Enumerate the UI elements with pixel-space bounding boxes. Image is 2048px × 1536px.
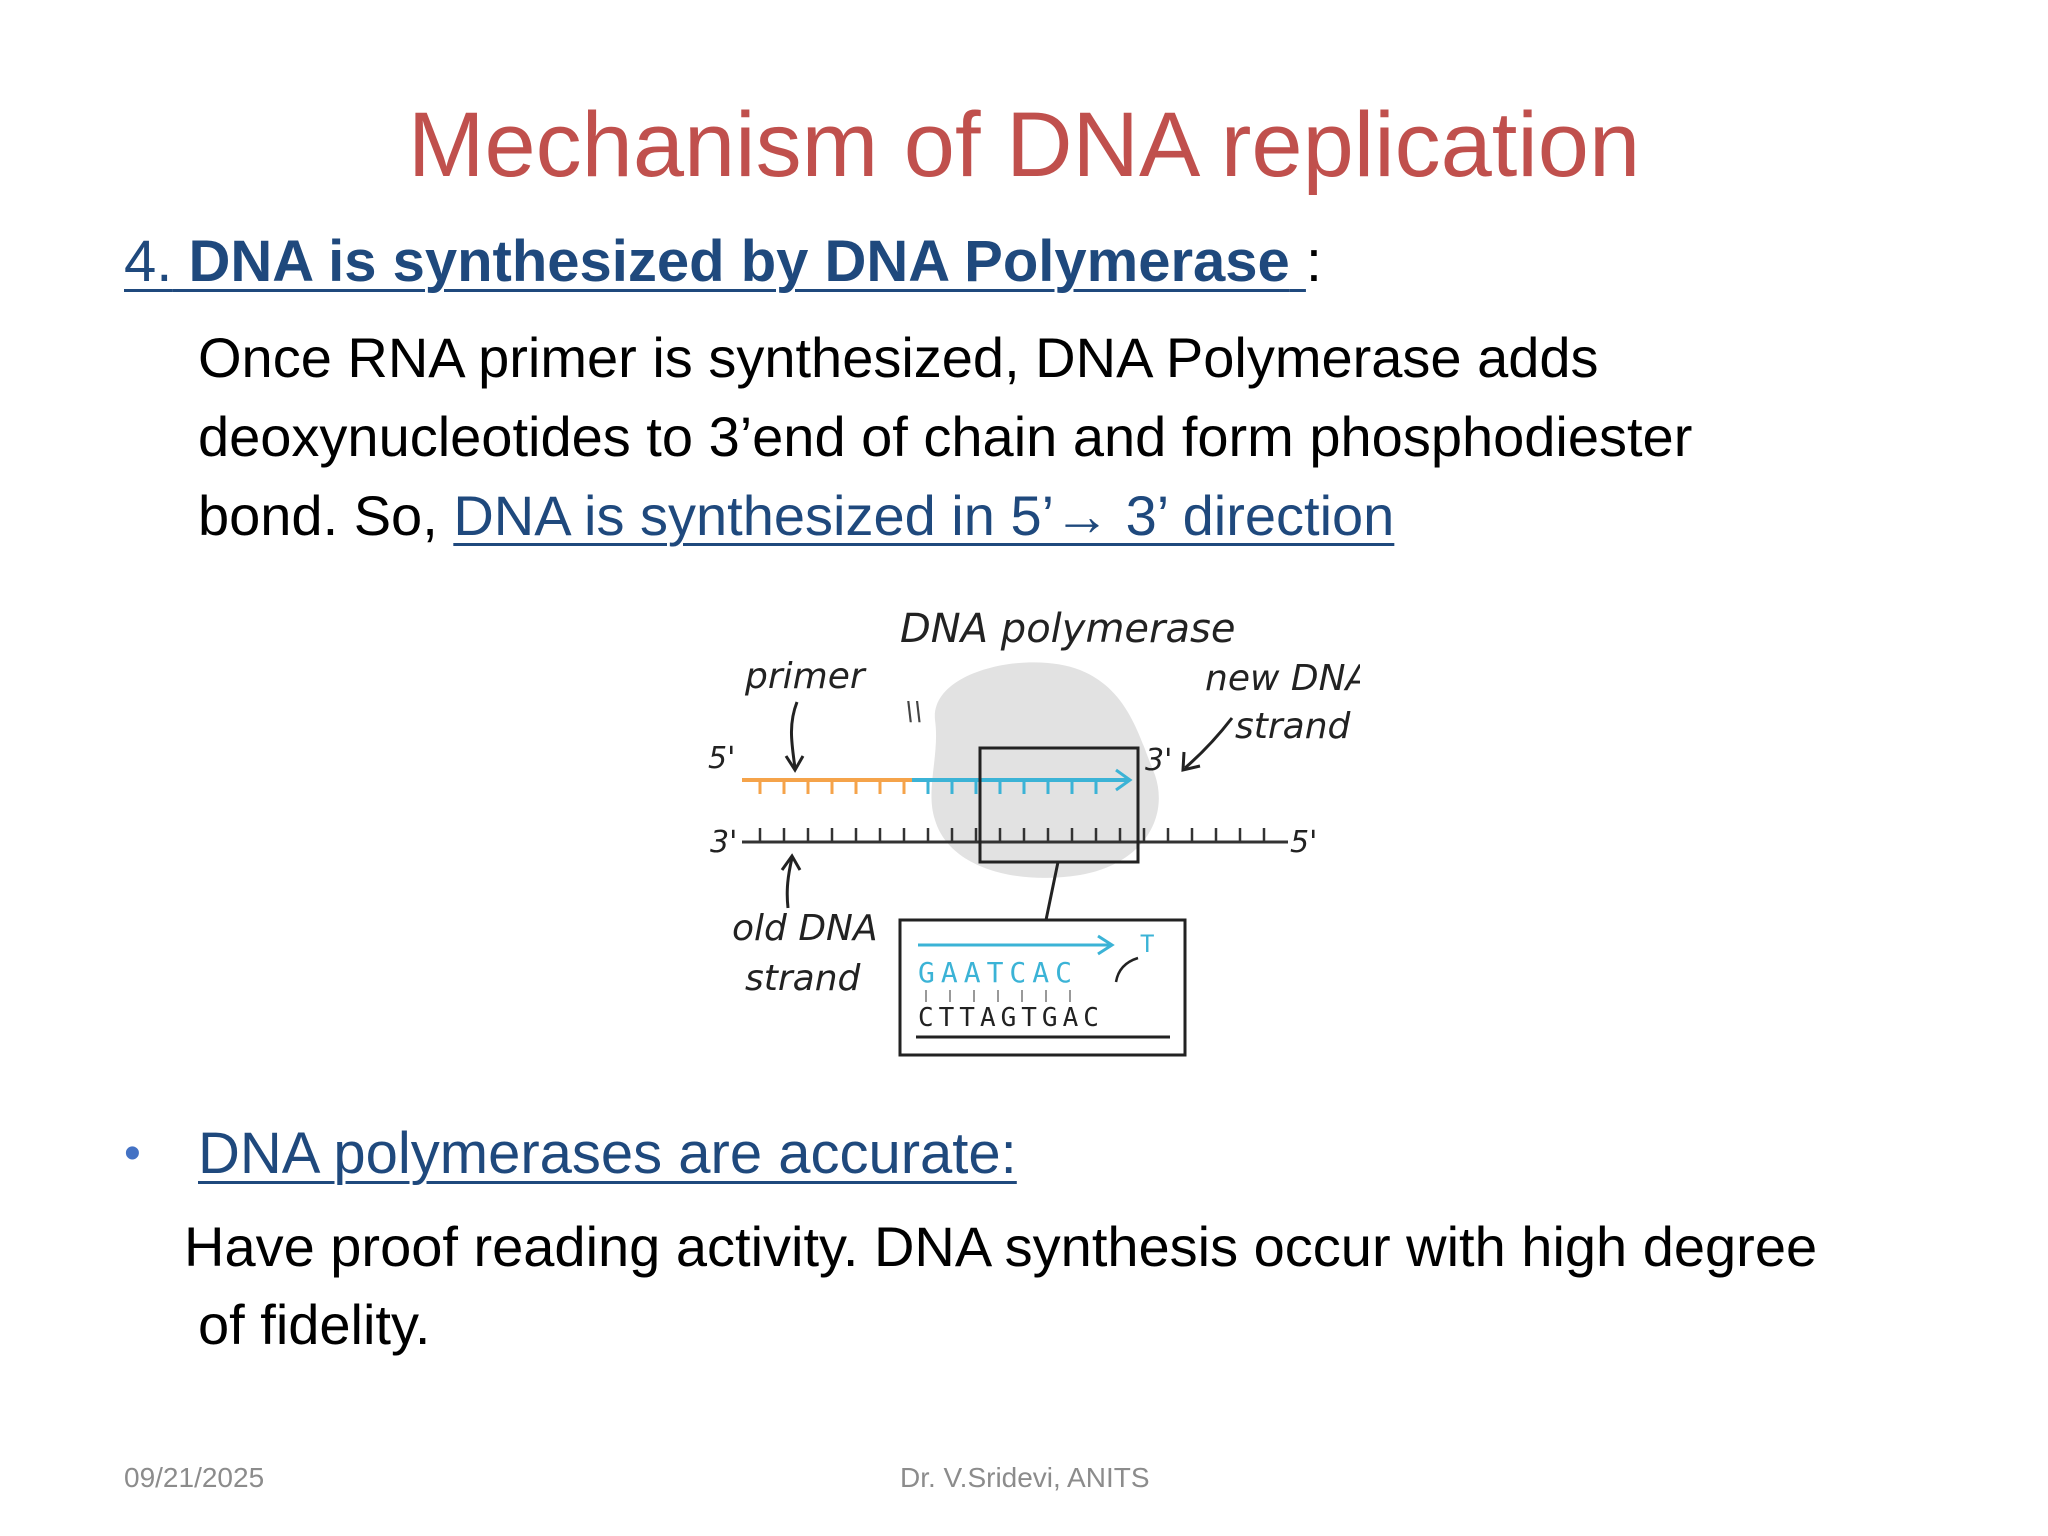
label-3prime-top: 3' [1145, 743, 1172, 778]
paragraph-line-3-prefix: bond. So, [198, 484, 438, 547]
new-strand-arrow-head [1181, 751, 1201, 772]
label-dna-polymerase: DNA polymerase [900, 606, 1235, 652]
section-number: 4. [124, 229, 173, 294]
inset-incoming-nucleotide: T [1140, 930, 1154, 958]
paragraph-line-3: bond. So, DNA is synthesized in 5’→ 3’ d… [198, 476, 1958, 555]
old-dna-strand [742, 828, 1288, 844]
polymerase-blob [931, 662, 1159, 878]
accuracy-line-2: of fidelity. [198, 1293, 431, 1356]
section-heading-colon: : [1305, 229, 1323, 294]
zoom-box [978, 746, 1140, 864]
label-3prime-bottom: 3' [710, 825, 737, 860]
label-old-strand: strand [745, 958, 862, 999]
inset-incoming-arrow [1114, 956, 1139, 983]
old-strand-arrow [785, 857, 794, 909]
primer-arrow [789, 701, 799, 769]
slide-title: Mechanism of DNA replication [407, 94, 1641, 196]
old-strand-arrow-head [780, 853, 802, 871]
label-primer: primer [744, 656, 867, 697]
footer-date: 09/21/2025 [124, 1462, 265, 1493]
sequence-inset: GAATCAC T CTTAGTGAC [898, 918, 1187, 1057]
inset-new-sequence: GAATCAC [918, 956, 1078, 989]
direction-link[interactable]: DNA is synthesized in 5’→ 3’ direction [453, 484, 1395, 547]
primer-strand [742, 778, 912, 794]
label-5prime-top: 5' [708, 741, 735, 776]
accuracy-line-1: Have proof reading activity. DNA synthes… [184, 1215, 1818, 1278]
motion-mark: \\ [905, 697, 923, 727]
bullet-link-text[interactable]: DNA polymerases are accurate: [198, 1121, 1017, 1186]
new-dna-strand [912, 768, 1133, 794]
body-paragraph: Once RNA primer is synthesized, DNA Poly… [198, 318, 1958, 555]
primer-arrow-head [784, 755, 805, 773]
dna-polymerase-diagram: DNA polymerase primer new DNA strand old… [708, 606, 1360, 1057]
label-new-dna: new DNA [1205, 658, 1360, 699]
paragraph-line-1: Once RNA primer is synthesized, DNA Poly… [198, 326, 1599, 389]
inset-template-sequence: CTTAGTGAC [918, 1003, 1104, 1033]
dna-polymerase-figure: DNA polymerase primer new DNA strand old… [700, 590, 1360, 1060]
section-heading-link[interactable]: 4. DNA is synthesized by DNA Polymerase [124, 229, 1306, 294]
section-heading-text: DNA is synthesized by DNA Polymerase [188, 229, 1290, 294]
zoom-connector [1044, 861, 1060, 921]
section-heading: 4. DNA is synthesized by DNA Polymerase … [124, 226, 1322, 298]
bullet-dot-icon: • [124, 1127, 141, 1180]
paragraph-line-2: deoxynucleotides to 3’end of chain and f… [198, 405, 1693, 468]
new-strand-arrow [1184, 717, 1234, 770]
label-old-dna: old DNA [732, 908, 878, 949]
footer-author: Dr. V.Sridevi, ANITS [900, 1462, 1150, 1493]
label-5prime-bottom: 5' [1290, 825, 1317, 860]
accuracy-paragraph: Have proof reading activity. DNA synthes… [184, 1208, 1984, 1364]
label-new-strand: strand [1235, 706, 1352, 747]
